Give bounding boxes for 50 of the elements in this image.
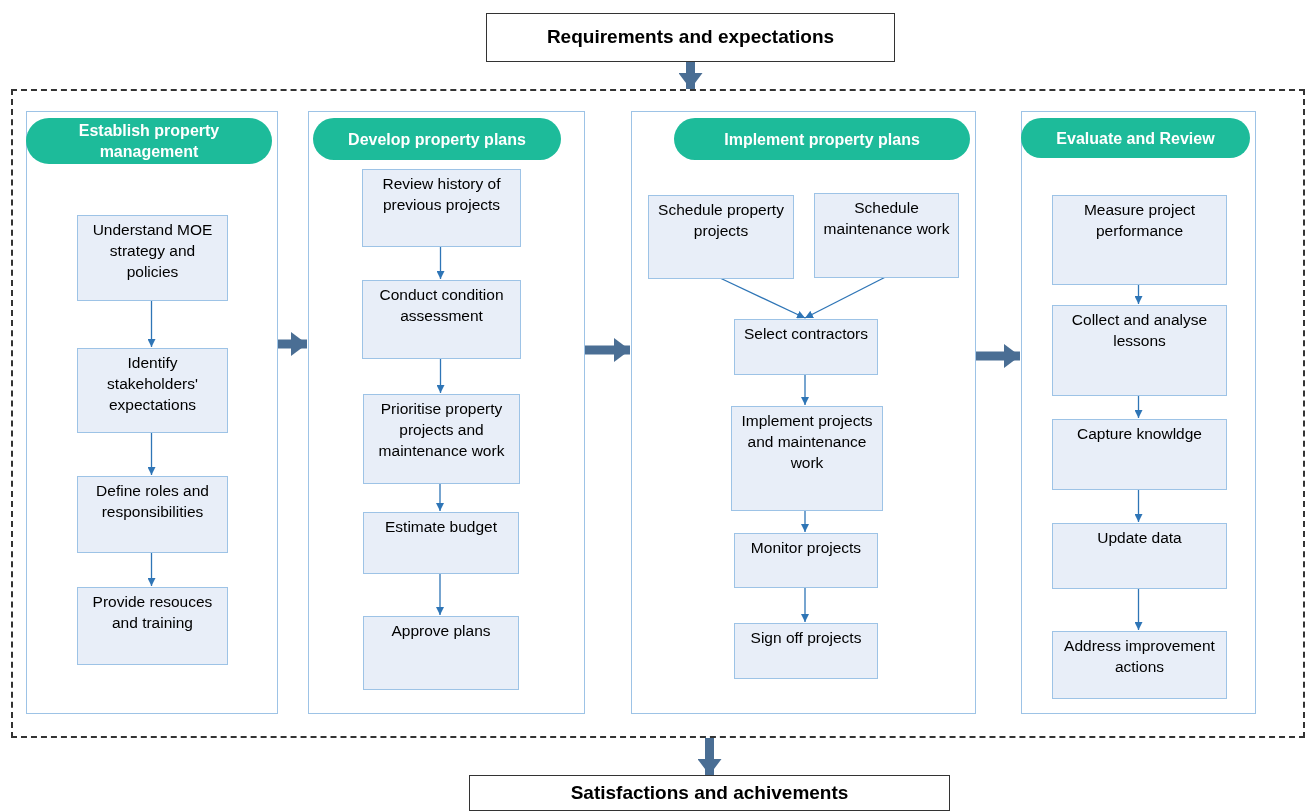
- arrow: [1134, 394, 1143, 419]
- step-box: Collect and analyse lessons: [1052, 305, 1227, 396]
- step-box: Conduct condition assessment: [362, 280, 521, 359]
- arrow: [147, 299, 156, 348]
- step-box: Capture knowldge: [1052, 419, 1227, 490]
- arrow: [436, 245, 445, 280]
- step-box: Monitor projects: [734, 533, 878, 588]
- step-box: Sign off projects: [734, 623, 878, 679]
- phase-header: Develop property plans: [313, 118, 561, 160]
- arrow: [975, 344, 1020, 368]
- step-box: Implement projects and maintenance work: [731, 406, 883, 511]
- arrow: [436, 482, 444, 512]
- process-box: Requirements and expectations: [486, 13, 895, 62]
- arrow: [678, 62, 703, 89]
- phase-header: Evaluate and Review: [1021, 118, 1250, 158]
- step-box: Identify stakeholders' expectations: [77, 348, 228, 433]
- arrow: [801, 509, 809, 533]
- arrow: [1134, 587, 1143, 631]
- arrow: [436, 357, 445, 394]
- arrow: [801, 373, 809, 406]
- step-box: Estimate budget: [363, 512, 519, 574]
- arrow: [1134, 283, 1143, 305]
- phase-panel: [1021, 111, 1256, 714]
- step-box: Understand MOE strategy and policies: [77, 215, 228, 301]
- phase-panel: [631, 111, 976, 714]
- step-box: Update data: [1052, 523, 1227, 589]
- dashed-frame: [11, 89, 1305, 738]
- step-box: Approve plans: [363, 616, 519, 690]
- phase-header: Establish property management: [26, 118, 272, 164]
- phase-panel: [308, 111, 585, 714]
- arrow: [436, 572, 444, 616]
- arrow: [584, 338, 630, 362]
- step-box: Prioritise property projects and maintenance work: [363, 394, 520, 484]
- arrow: [147, 431, 156, 476]
- step-box: Schedule maintenance work: [814, 193, 959, 278]
- step-box: Provide resouces and training: [77, 587, 228, 665]
- phase-panel: [26, 111, 278, 714]
- step-box: Select contractors: [734, 319, 878, 375]
- process-box: Satisfactions and achivements: [469, 775, 950, 811]
- step-box: Measure project performance: [1052, 195, 1227, 285]
- phase-header: Implement property plans: [674, 118, 970, 160]
- arrow: [801, 586, 809, 623]
- step-box: Review history of previous projects: [362, 169, 521, 247]
- step-box: Schedule property projects: [648, 195, 794, 279]
- arrow: [147, 551, 156, 587]
- arrow: [277, 332, 307, 356]
- arrow: [1134, 488, 1143, 523]
- step-box: Define roles and responsibilities: [77, 476, 228, 553]
- step-box: Address improvement actions: [1052, 631, 1227, 699]
- arrow: [697, 738, 722, 775]
